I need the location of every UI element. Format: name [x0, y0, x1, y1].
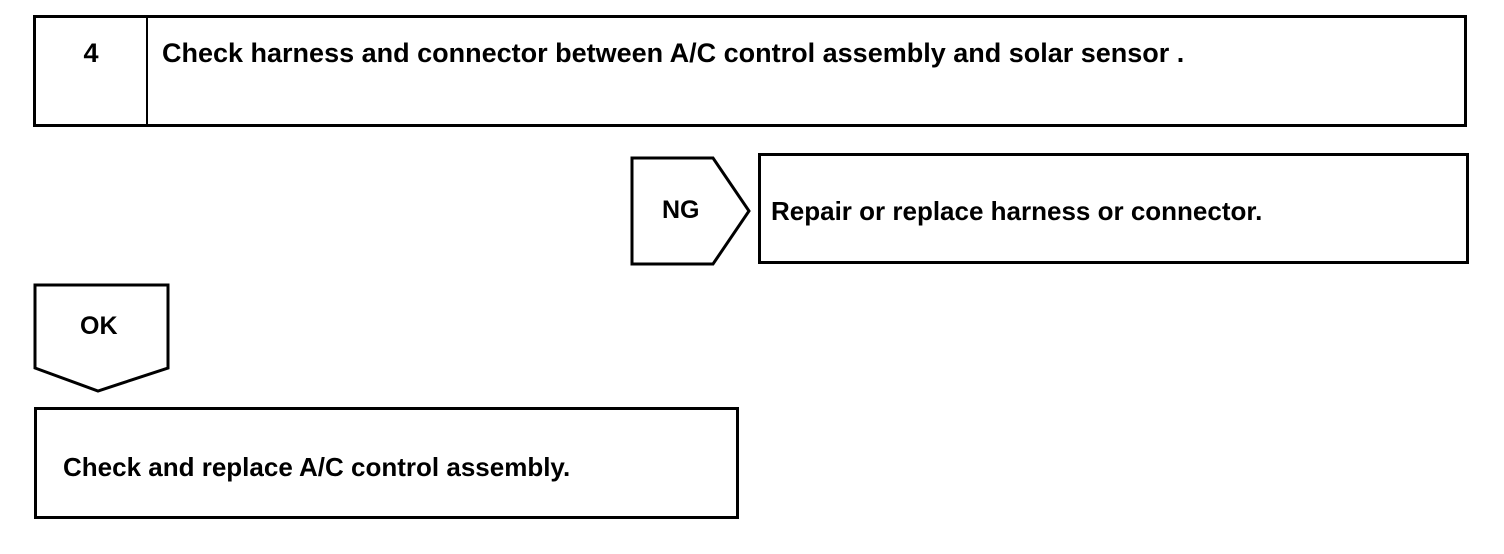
ok-tag-label: OK [80, 312, 118, 340]
ng-result-box [758, 153, 1469, 264]
ok-result-text: Check and replace A/C control assembly. [63, 452, 571, 482]
step-box [33, 15, 1467, 127]
step-title: Check harness and connector between A/C … [162, 38, 1185, 68]
ng-result-text: Repair or replace harness or connector. [771, 196, 1263, 226]
ok-result-box [34, 407, 739, 519]
step-number: 4 [83, 38, 99, 68]
ng-tag-outline [630, 156, 751, 266]
step-divider [146, 15, 148, 127]
ng-tag-label: NG [662, 196, 700, 224]
ok-tag-outline [33, 283, 170, 393]
